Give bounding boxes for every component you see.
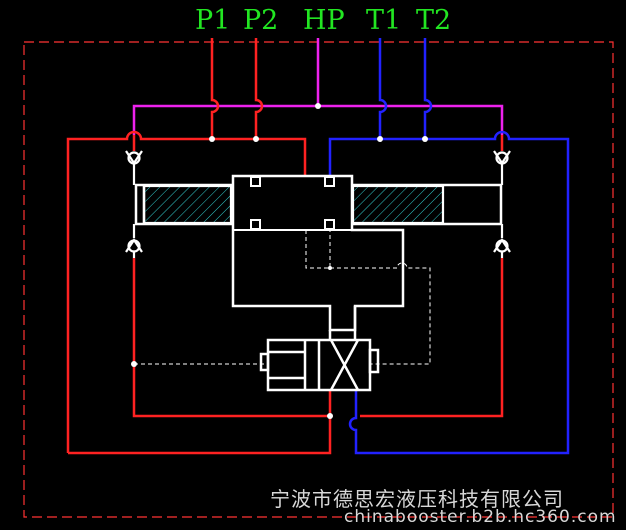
check-valve-bottom-left [125,224,143,258]
port-label-p2: P2 [243,5,278,36]
red-junction-dot [327,413,333,419]
right-piston-hatched [353,186,443,223]
port-label-p1: P1 [195,5,230,36]
check-valve-bottom-right [493,224,511,258]
pilot-lines [134,229,431,365]
company-watermark: 宁波市德思宏液压科技有限公司 [270,487,564,511]
t2-junction-dot [422,136,428,142]
center-block-ports [233,176,352,231]
p2-junction-dot [253,136,259,142]
pressure-lines [66,38,504,455]
high-pressure-line [132,38,504,135]
port-label-t2: T2 [416,5,451,36]
check-valve-top-left [125,150,143,185]
t1-junction-dot [377,136,383,142]
port-label-hp: HP [303,5,345,36]
check-valve-red-stubs [132,135,504,151]
left-piston-hatched [144,186,231,223]
site-watermark: chinabooster.b2b.hc360.com [344,507,617,527]
valve-connect-lines [328,306,357,340]
pilot-junction-dot [328,266,332,270]
check-valves [125,150,511,258]
tank-lines [328,38,570,455]
p1-junction-dot [209,136,215,142]
check-valve-top-right [493,150,511,185]
directional-valve [259,338,380,392]
port-label-t1: T1 [366,5,401,36]
hp-junction-dot [315,103,321,109]
